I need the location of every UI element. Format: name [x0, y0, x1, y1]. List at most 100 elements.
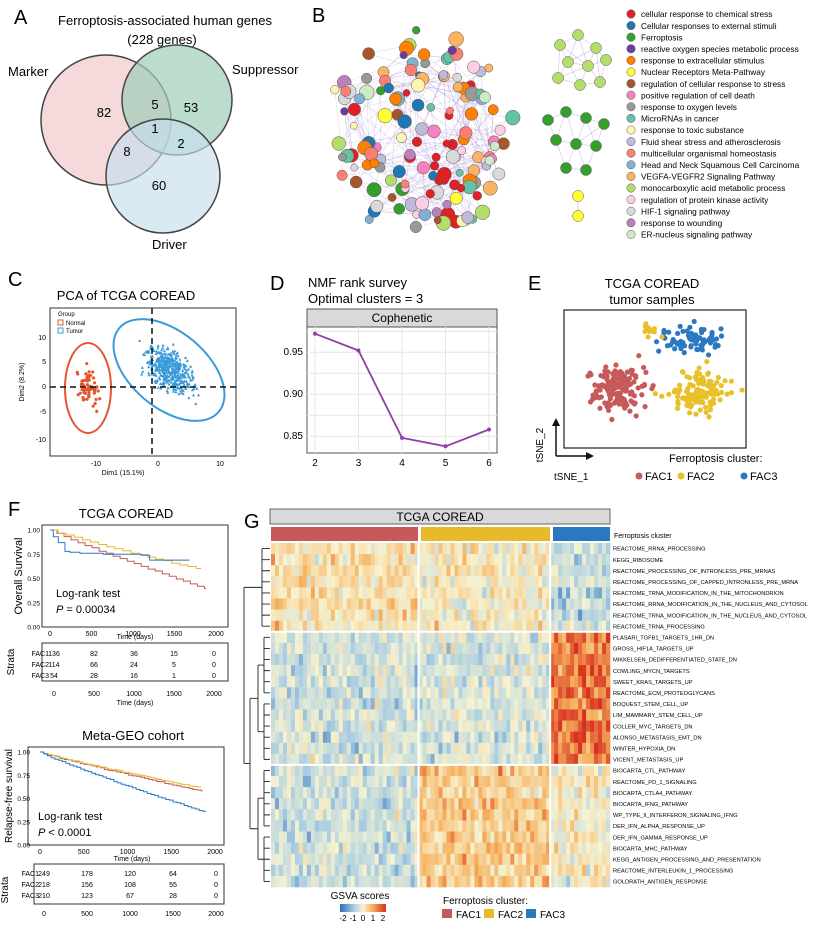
heatmap-cell [359, 876, 363, 887]
heatmap-cell [303, 676, 307, 687]
heatmap-cell [383, 543, 387, 554]
heatmap-cell [423, 554, 427, 565]
heatmap-cell [439, 820, 443, 831]
heatmap-cell [594, 832, 598, 843]
heatmap-cell [395, 787, 399, 798]
heatmap-cell [606, 610, 610, 621]
heatmap-cell [283, 765, 287, 776]
network-node [354, 94, 364, 104]
heatmap-cell [490, 610, 494, 621]
heatmap-cell [502, 543, 506, 554]
heatmap-cell [542, 721, 546, 732]
heatmap-cell [315, 709, 319, 720]
km-tick-y: 0.75 [17, 773, 30, 780]
heatmap-cell [594, 876, 598, 887]
heatmap-cell [371, 709, 375, 720]
heatmap-cell [379, 820, 383, 831]
heatmap-cell [407, 876, 411, 887]
heatmap-cell [423, 732, 427, 743]
heatmap-row-label: COWLING_MYCN_TARGETS [613, 669, 690, 675]
tsne-point [675, 406, 680, 411]
heatmap-cell [526, 698, 530, 709]
heatmap-cell [339, 654, 343, 665]
heatmap-cell [303, 709, 307, 720]
network-node [488, 105, 498, 115]
heatmap-cell [574, 698, 578, 709]
heatmap-cell [586, 798, 590, 809]
network-node [493, 168, 505, 180]
heatmap-cell [427, 587, 431, 598]
heatmap-cell [275, 687, 279, 698]
heatmap-cell [514, 687, 518, 698]
heatmap-cell [435, 554, 439, 565]
heatmap-cell [562, 587, 566, 598]
heatmap-cell [275, 576, 279, 587]
heatmap-cell [283, 798, 287, 809]
legend-swatch [627, 126, 635, 134]
heatmap-cell [478, 665, 482, 676]
heatmap-cell [363, 865, 367, 876]
heatmap-cell [399, 854, 403, 865]
heatmap-cell [327, 598, 331, 609]
heatmap-cell [279, 587, 283, 598]
heatmap-cell [403, 709, 407, 720]
heatmap-cell [574, 809, 578, 820]
heatmap-cell [387, 843, 391, 854]
heatmap-cell [570, 576, 574, 587]
heatmap-cell [355, 721, 359, 732]
km2-x-label: Time (days) [114, 856, 151, 863]
heatmap-cell [435, 832, 439, 843]
heatmap-cell [594, 698, 598, 709]
heatmap-cell [363, 610, 367, 621]
heatmap-cell [411, 698, 415, 709]
heatmap-cell [399, 876, 403, 887]
heatmap-cell [594, 820, 598, 831]
heatmap-cell [391, 621, 395, 632]
heatmap-cell [299, 554, 303, 565]
heatmap-cell [506, 610, 510, 621]
heatmap-cell [407, 643, 411, 654]
pca-point-tumor [147, 371, 150, 374]
heatmap-cell [606, 854, 610, 865]
heatmap-cell [287, 854, 291, 865]
heatmap-cell [458, 732, 462, 743]
heatmap-cell [590, 732, 594, 743]
heatmap-cell [554, 598, 558, 609]
heatmap-cell [307, 554, 311, 565]
heatmap-cell [538, 854, 542, 865]
heatmap-cell [335, 687, 339, 698]
heatmap-cell [538, 565, 542, 576]
risk-cell: 123 [81, 893, 93, 900]
tsne-point [705, 372, 710, 377]
heatmap-cell [474, 732, 478, 743]
heatmap-row-label: LIM_MAMMARY_STEM_CELL_UP [613, 713, 703, 719]
heatmap-cell [399, 809, 403, 820]
tsne-point [597, 395, 602, 400]
heatmap-cell [542, 632, 546, 643]
heatmap-cell [271, 565, 275, 576]
heatmap-cell [295, 809, 299, 820]
heatmap-cell [411, 743, 415, 754]
heatmap-cell [586, 721, 590, 732]
network-node [427, 103, 435, 111]
heatmap-cell [387, 543, 391, 554]
heatmap-cell [562, 721, 566, 732]
heatmap-cell [399, 576, 403, 587]
heatmap-cell [594, 610, 598, 621]
heatmap-cell [279, 787, 283, 798]
heatmap-cell [586, 843, 590, 854]
heatmap-cell [566, 843, 570, 854]
heatmap-cell [387, 765, 391, 776]
heatmap-cell [403, 687, 407, 698]
heatmap-cell [566, 643, 570, 654]
heatmap-cell [442, 687, 446, 698]
heatmap-cell [458, 843, 462, 854]
heatmap-cell [319, 820, 323, 831]
heatmap-cell [542, 698, 546, 709]
heatmap-cell [359, 809, 363, 820]
heatmap-cell [482, 832, 486, 843]
heatmap-cell [602, 576, 606, 587]
heatmap-row-label: REACTOME_RRNA_MODIFICATION_IN_THE_NUCLEU… [613, 602, 808, 608]
network-node [553, 73, 564, 84]
heatmap-cell [490, 709, 494, 720]
